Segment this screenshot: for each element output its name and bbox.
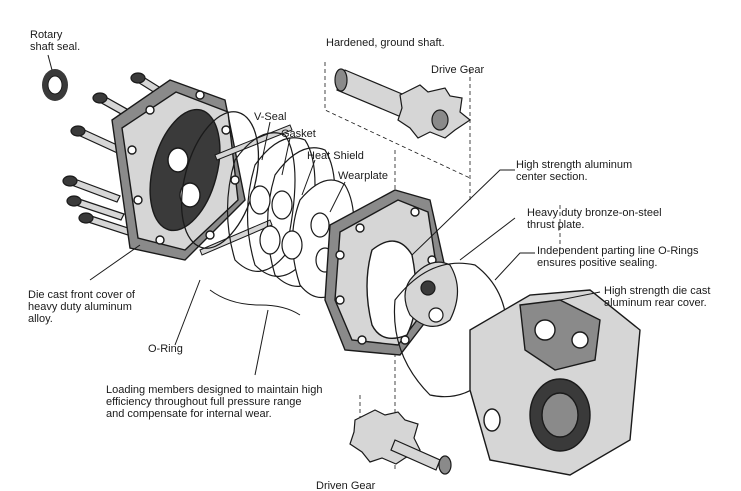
rear-cover-part [469,289,641,476]
leader-lines [47,54,601,376]
label-thrust-plate: Heavy duty bronze-on-steel thrust plate. [527,207,662,231]
label-v-seal: V-Seal [254,111,287,123]
drive-shaft-and-gear-part [334,68,472,139]
label-gasket: Gasket [281,128,316,140]
label-driven-gear: Driven Gear [316,480,376,491]
driven-gear-part [349,409,452,475]
label-heat-shield: Heat Shield [307,150,364,162]
dowel-pins [199,124,293,256]
front-cover-part [111,79,246,261]
label-hardened-ground-shaft: Hardened, ground shaft. [326,37,445,49]
label-o-rings: Independent parting line O-Rings ensures… [537,245,699,269]
thrust-plate-part [404,261,459,327]
label-center-section: High strength aluminum center section. [516,159,633,183]
label-rotary-shaft-seal: Rotary shaft seal. [30,29,81,53]
label-rear-cover: High strength die cast aluminum rear cov… [604,285,711,309]
rotary-shaft-seal-part [42,69,68,101]
label-wearplate: Wearplate [338,170,388,182]
label-loading-members: Loading members designed to maintain hig… [106,384,323,420]
label-front-cover: Die cast front cover of heavy duty alumi… [28,289,135,325]
label-drive-gear: Drive Gear [431,64,485,76]
label-o-ring: O-Ring [148,343,183,355]
